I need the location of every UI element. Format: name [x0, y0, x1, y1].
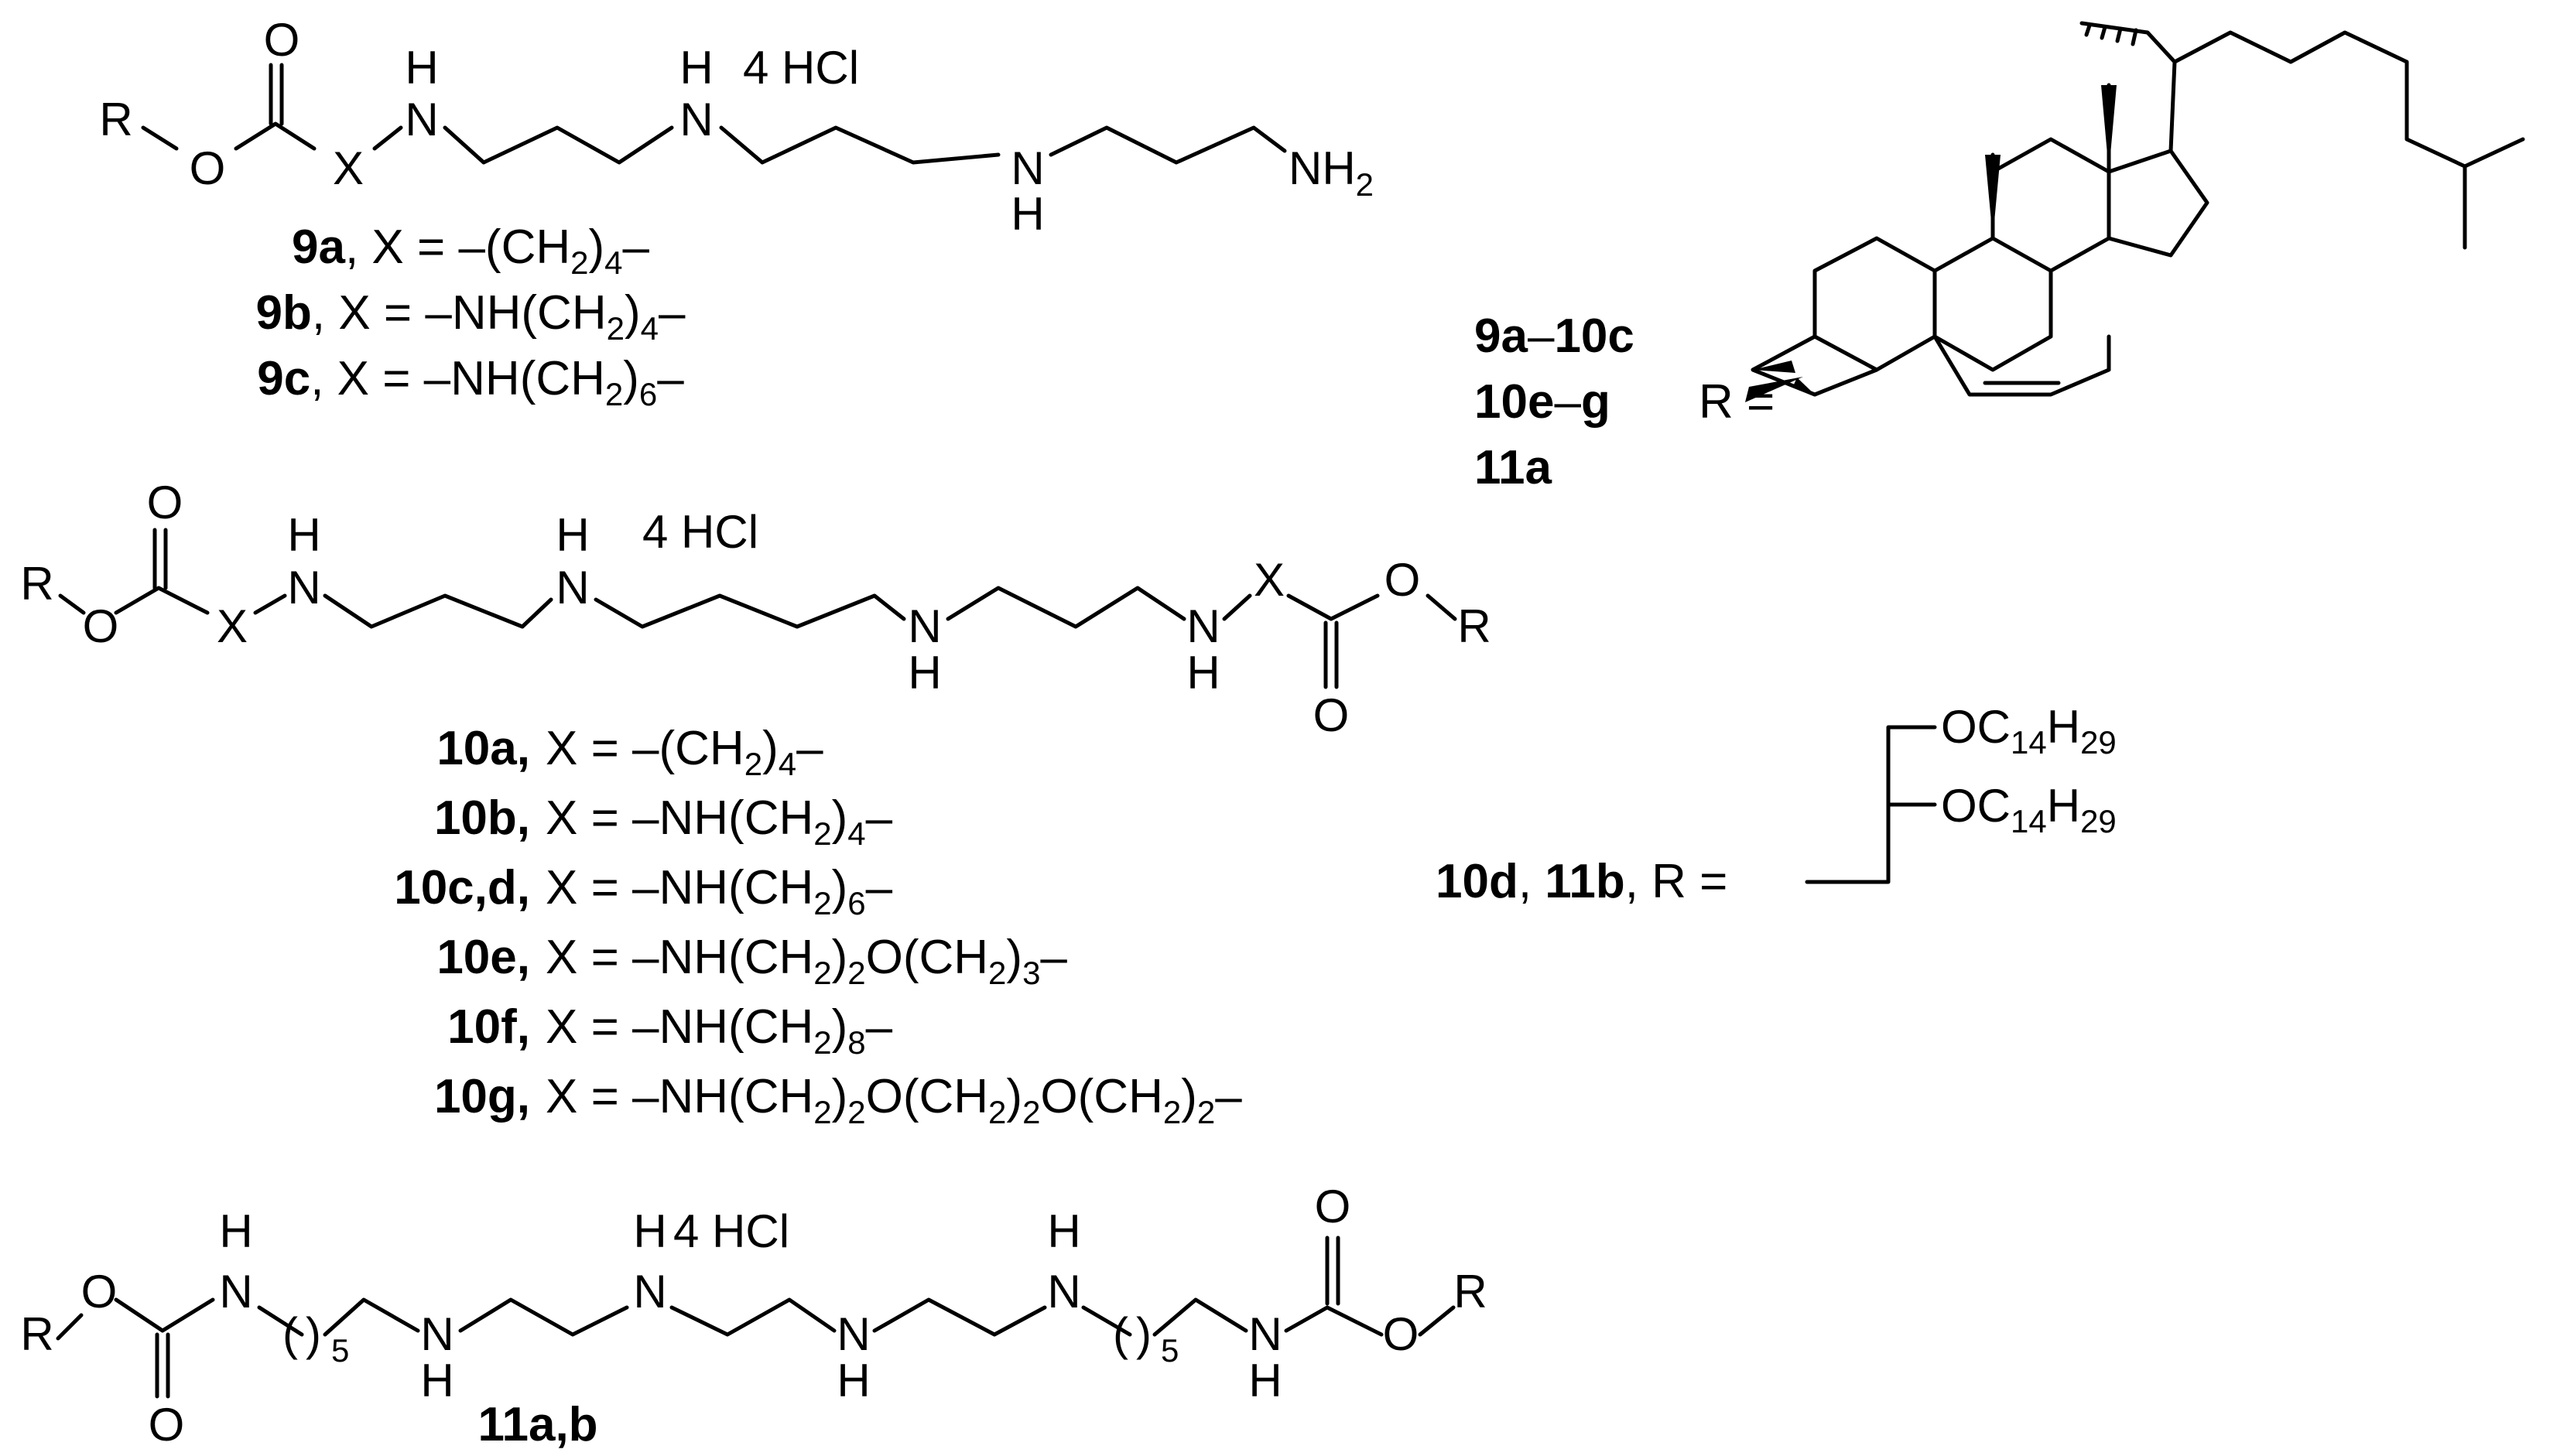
atom-h: H	[556, 509, 589, 561]
atom-n: N	[420, 1308, 454, 1360]
atom-carbonyl-o: O	[1315, 1181, 1351, 1232]
wedge-bond-methyl	[2101, 85, 2117, 172]
label-9c: 9c, X = –NH(CH2)6–	[257, 352, 684, 412]
label-alkoxy-2: OC14H29	[1941, 780, 2117, 839]
structure-11: R O O N H ( ) 5 N H N H 4 HCl N H N H ( …	[20, 1181, 1487, 1451]
label-10g: X = –NH(CH2)2O(CH2)2O(CH2)2–	[546, 1070, 1242, 1130]
bond-chain	[58, 586, 1457, 629]
label-10a: X = –(CH2)4–	[546, 722, 823, 782]
bond-double	[269, 63, 284, 126]
wedge-bond	[1794, 378, 1815, 395]
atom-n: N	[1248, 1308, 1282, 1360]
atom-h: H	[1047, 1205, 1080, 1257]
label-10f-cmpd: 10f,	[447, 1000, 530, 1054]
series-9-labels: 9a, X = –(CH2)4– 9b, X = –NH(CH2)4– 9c, …	[256, 220, 686, 412]
atom-h: H	[287, 509, 320, 561]
salt-label: 4 HCl	[743, 42, 859, 94]
atom-n: N	[1186, 600, 1220, 652]
atom-h: H	[219, 1205, 252, 1257]
atom-h: H	[679, 42, 713, 94]
repeat-5: 5	[331, 1332, 349, 1369]
atom-r: R	[20, 558, 53, 610]
wedge-bond	[1745, 377, 1803, 402]
label-10e: X = –NH(CH2)2O(CH2)3–	[546, 931, 1067, 991]
atom-carbonyl-o: O	[264, 14, 300, 66]
cholesterol-definition: 9a–10c 10e–g 11a R =	[1474, 21, 2525, 494]
wedge-bond-methyl	[1985, 155, 2001, 238]
label-10b-cmpd: 10b,	[434, 791, 530, 845]
atom-r: R	[1453, 1266, 1487, 1318]
atom-h: H	[1011, 188, 1044, 240]
atom-h: H	[633, 1205, 666, 1257]
atom-nh2: NH2	[1289, 142, 1374, 203]
label-cholesterol-line3: 11a	[1474, 441, 1552, 494]
salt-label: 4 HCl	[673, 1205, 789, 1257]
steroid-skeleton	[1751, 21, 2525, 397]
label-10a-cmpd: 10a,	[436, 722, 530, 775]
atom-o: O	[83, 600, 119, 652]
atom-carbonyl-o: O	[147, 477, 183, 528]
label-cholesterol-line2: 10e–g	[1474, 375, 1610, 429]
atom-n: N	[1047, 1266, 1080, 1318]
bond-double	[152, 528, 1339, 689]
label-alkoxy-1: OC14H29	[1941, 701, 2117, 760]
label-10cd-cmpd: 10c,d,	[394, 861, 530, 914]
atom-h: H	[908, 647, 941, 699]
paren-close: )	[306, 1308, 321, 1360]
paren-close: )	[1136, 1308, 1152, 1360]
atom-x: X	[1254, 554, 1285, 606]
atom-x: X	[217, 600, 248, 652]
bond-double	[155, 1236, 1340, 1399]
series-10-labels: 10a, X = –(CH2)4– 10b, X = –NH(CH2)4– 10…	[394, 722, 1242, 1130]
bond-chain	[141, 121, 1287, 165]
label-10f: X = –NH(CH2)8–	[546, 1000, 893, 1061]
atom-n: N	[556, 562, 589, 614]
salt-label: 4 HCl	[642, 506, 758, 558]
atom-o: O	[190, 142, 226, 194]
atom-h: H	[1186, 647, 1220, 699]
atom-n: N	[219, 1266, 252, 1318]
hashed-bond	[2084, 23, 2138, 46]
label-9a: 9a, X = –(CH2)4–	[292, 220, 650, 281]
label-10b: X = –NH(CH2)4–	[546, 791, 893, 852]
atom-carbonyl-o: O	[149, 1399, 185, 1451]
atom-r: R	[20, 1308, 53, 1360]
label-9b: 9b, X = –NH(CH2)4–	[256, 286, 686, 347]
wedge-bond	[1753, 361, 1795, 373]
label-11ab: 11a,b	[477, 1398, 597, 1451]
bond-chain	[56, 1297, 1456, 1341]
atom-n: N	[287, 562, 320, 614]
atom-r: R	[1457, 600, 1491, 652]
structure-9: R O O X N H N H 4 HCl N H NH2	[99, 14, 1374, 240]
atom-carbonyl-o: O	[1313, 689, 1350, 741]
paren-open: (	[282, 1308, 298, 1360]
label-cholesterol-line1: 9a–10c	[1474, 309, 1634, 363]
atom-n: N	[837, 1308, 870, 1360]
atom-o: O	[1384, 554, 1421, 606]
atom-n: N	[405, 94, 438, 145]
lipid-definition: 10d, 11b, R = OC14H29 OC14H29	[1436, 701, 2117, 908]
label-10cd: X = –NH(CH2)6–	[546, 861, 893, 921]
atom-r: R	[99, 94, 132, 145]
atom-n: N	[1011, 142, 1044, 194]
atom-h: H	[420, 1355, 454, 1406]
repeat-5: 5	[1161, 1332, 1179, 1369]
paren-open: (	[1113, 1308, 1128, 1360]
label-r-equals: R =	[1699, 375, 1775, 429]
atom-n: N	[679, 94, 713, 145]
atom-n: N	[633, 1266, 666, 1318]
atom-o: O	[81, 1266, 118, 1318]
atom-h: H	[405, 42, 438, 94]
label-10g-cmpd: 10g,	[434, 1070, 530, 1123]
label-10e-cmpd: 10e,	[436, 931, 530, 984]
structure-10: R O O X N H N H 4 HCl N H N H X O O R	[20, 477, 1491, 741]
lipid-backbone	[1805, 725, 1937, 884]
atom-o: O	[1383, 1308, 1419, 1360]
atom-h: H	[1248, 1355, 1282, 1406]
atom-h: H	[837, 1355, 870, 1406]
label-lipid: 10d, 11b, R =	[1436, 855, 1727, 908]
atom-n: N	[908, 600, 941, 652]
atom-x: X	[333, 142, 364, 194]
